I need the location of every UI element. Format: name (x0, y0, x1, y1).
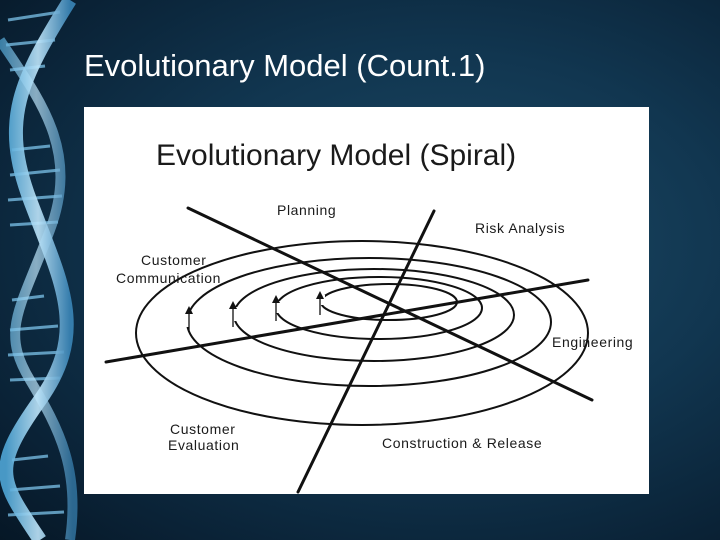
helix-strand-a (0, 0, 76, 540)
ring-5 (135, 240, 589, 426)
label-customer-communication-line2: Communication (116, 270, 221, 286)
spiral-diagram: Evolutionary Model (Spiral) (104, 139, 633, 494)
label-construction-release: Construction & Release (382, 435, 542, 451)
arrow-up-icon (229, 301, 237, 327)
helix-strand-b (0, 37, 78, 540)
label-customer-evaluation-line1: Customer (170, 421, 235, 437)
arrow-up-icon (185, 306, 193, 331)
arrow-up-icon (272, 295, 280, 321)
label-risk-analysis: Risk Analysis (475, 220, 565, 236)
slide-title: Evolutionary Model (Count.1) (84, 48, 486, 83)
label-planning: Planning (277, 202, 336, 218)
axis-line (104, 278, 590, 364)
arrow-up-icon (316, 291, 324, 315)
label-customer-evaluation-line2: Evaluation (168, 437, 239, 453)
axis-line (296, 209, 436, 494)
dna-helix-decoration (0, 0, 78, 540)
label-customer-communication-line1: Customer (141, 252, 206, 268)
spiral-arrows (185, 291, 324, 331)
spiral-model-figure: Evolutionary Model (Spiral) (84, 107, 649, 494)
ring-gaps (185, 295, 325, 327)
quadrant-axes (104, 206, 594, 494)
spiral-rings (135, 240, 589, 426)
label-engineering: Engineering (552, 334, 633, 350)
ring-2 (275, 276, 483, 340)
diagram-title: Evolutionary Model (Spiral) (156, 139, 516, 172)
